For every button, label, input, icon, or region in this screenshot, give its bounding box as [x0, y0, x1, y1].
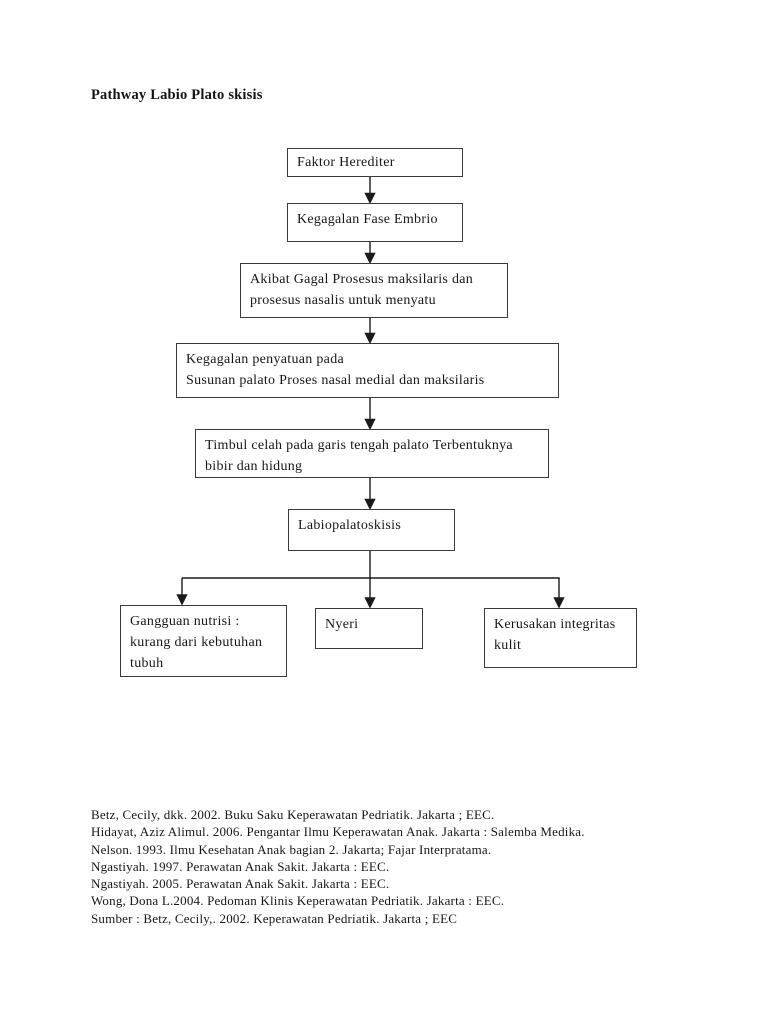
flow-node-gangguan-nutrisi: Gangguan nutrisi : kurang dari kebutuhan… [120, 605, 287, 677]
flow-node-label: Akibat Gagal Prosesus maksilaris dan pro… [250, 272, 474, 308]
flow-node-kegagalan-penyatuan: Kegagalan penyatuan pada Susunan palato … [176, 343, 559, 398]
flow-node-akibat-gagal-prosesus: Akibat Gagal Prosesus maksilaris dan pro… [240, 263, 508, 318]
arrowhead-down-icon [364, 597, 376, 609]
flow-node-timbul-celah: Timbul celah pada garis tengah palato Te… [195, 429, 549, 478]
flow-node-kerusakan-integritas-kulit: Kerusakan integritas kulit [484, 608, 637, 668]
arrowhead-down-icon [364, 252, 376, 265]
flow-node-label: Gangguan nutrisi : kurang dari kebutuhan… [130, 614, 263, 671]
flow-node-label: Labiopalatoskisis [298, 518, 402, 533]
arrowhead-down-icon [364, 332, 376, 345]
reference-entry: Nelson. 1993. Ilmu Kesehatan Anak bagian… [91, 841, 492, 857]
flow-node-label: Kegagalan penyatuan pada Susunan palato … [186, 352, 485, 388]
flow-node-labiopalatoskisis: Labiopalatoskisis [288, 509, 455, 551]
reference-entry: Hidayat, Aziz Alimul. 2006. Pengantar Il… [91, 824, 585, 840]
flow-node-label: Timbul celah pada garis tengah palato Te… [205, 438, 513, 474]
arrowhead-down-icon [176, 594, 188, 606]
flow-node-label: Kegagalan Fase Embrio [297, 212, 438, 227]
flow-node-faktor-herediter: Faktor Herediter [287, 148, 463, 177]
arrowhead-down-icon [364, 418, 376, 431]
reference-entry: Ngastiyah. 1997. Perawatan Anak Sakit. J… [91, 858, 390, 874]
arrowhead-down-icon [364, 192, 376, 205]
flow-node-label: Faktor Herediter [297, 155, 395, 170]
reference-entry: Wong, Dona L.2004. Pedoman Klinis Kepera… [91, 893, 505, 909]
reference-entry: Sumber : Betz, Cecily,. 2002. Keperawata… [91, 910, 458, 926]
reference-entry: Ngastiyah. 2005. Perawatan Anak Sakit. J… [91, 876, 390, 892]
arrowhead-down-icon [364, 498, 376, 511]
flow-node-nyeri: Nyeri [315, 608, 423, 649]
references-section: Betz, Cecily, dkk. 2002. Buku Saku Keper… [91, 806, 711, 927]
flow-node-kegagalan-fase-embrio: Kegagalan Fase Embrio [287, 203, 463, 242]
flow-node-label: Kerusakan integritas kulit [494, 617, 616, 653]
reference-entry: Betz, Cecily, dkk. 2002. Buku Saku Keper… [91, 807, 495, 822]
flow-node-label: Nyeri [325, 617, 359, 632]
arrowhead-down-icon [553, 597, 565, 609]
page-title: Pathway Labio Plato skisis [91, 87, 263, 103]
